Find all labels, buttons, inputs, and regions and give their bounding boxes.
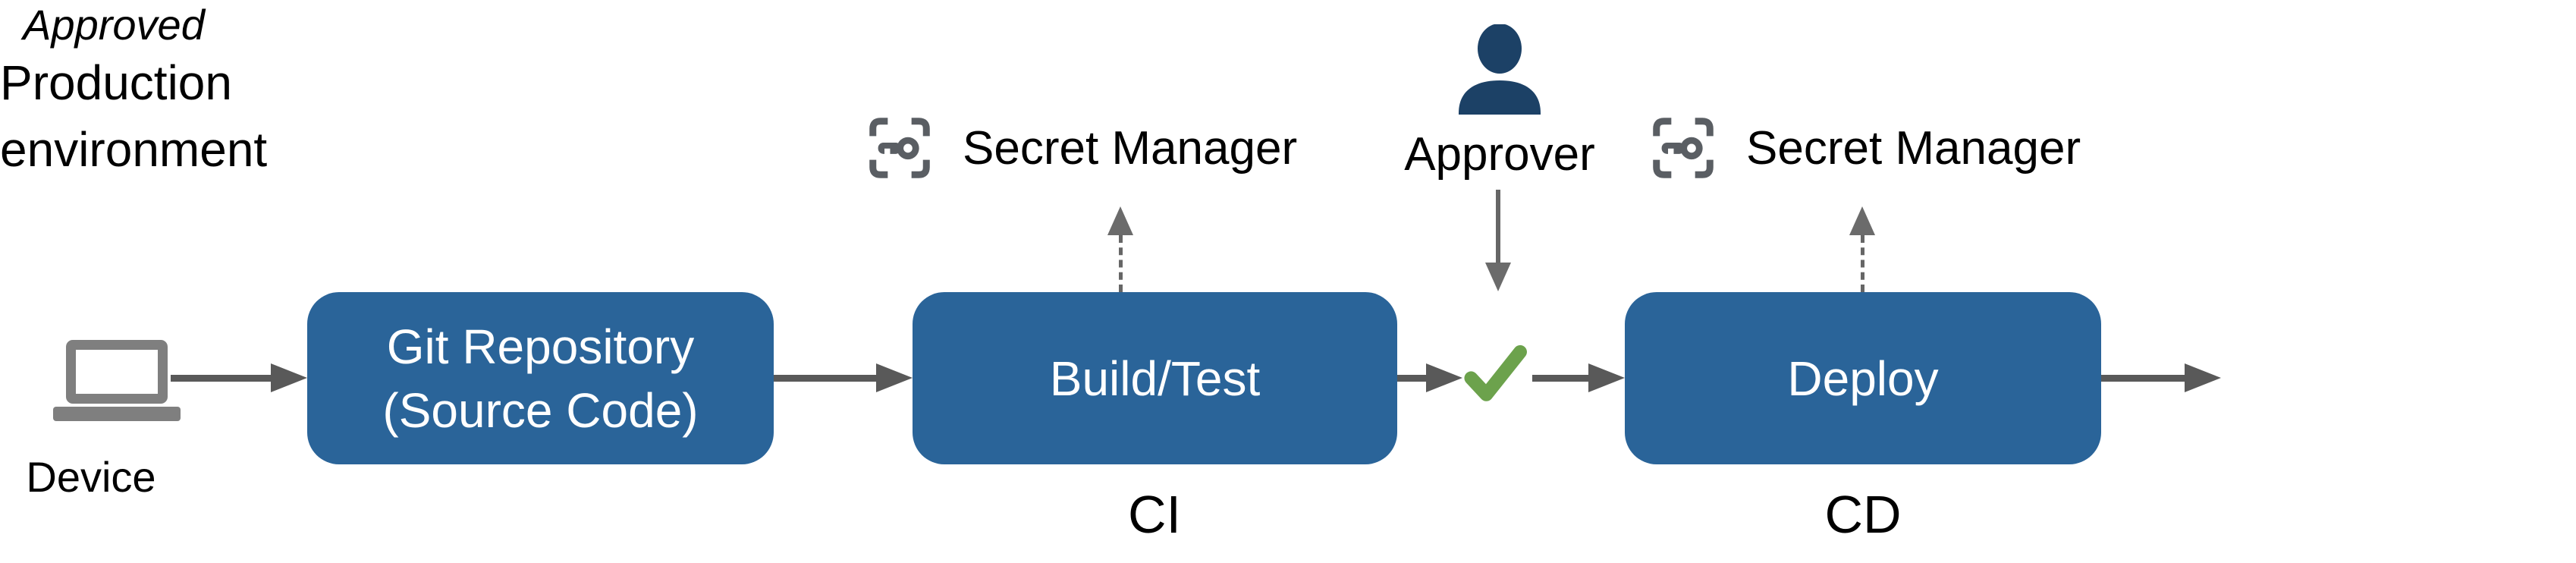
secret-manager-right-label: Secret Manager	[1746, 121, 2081, 175]
approved-label: Approved	[23, 1, 205, 49]
arrow-device-to-git	[171, 363, 307, 392]
arrow-shaft	[1532, 374, 1588, 382]
approver-label: Approver	[1404, 128, 1595, 181]
arrow-head-down-icon	[1485, 263, 1511, 291]
arrow-head-icon	[271, 363, 307, 392]
dashed-shaft	[1118, 235, 1123, 292]
cd-caption: CD	[1824, 485, 1902, 544]
device-label: Device	[26, 453, 156, 501]
production-line2: environment	[0, 122, 268, 177]
git-repository-box: Git Repository (Source Code)	[307, 292, 774, 464]
secret-manager-icon	[1653, 118, 1714, 178]
arrow-shaft	[2101, 374, 2185, 382]
arrow-approval-to-deploy	[1532, 363, 1625, 392]
dashed-arrow-deploy-to-secret-manager	[1849, 206, 1876, 292]
production-environment-label: Production environment	[0, 49, 2576, 183]
deploy-box: Deploy	[1625, 292, 2101, 464]
approved-check-icon	[1464, 344, 1527, 401]
secret-manager-right: Secret Manager	[1648, 112, 2081, 184]
secret-manager-left-label: Secret Manager	[963, 121, 1298, 175]
dashed-shaft	[1860, 235, 1864, 292]
dashed-arrow-build-to-secret-manager	[1107, 206, 1134, 292]
build-test-box: Build/Test	[913, 292, 1397, 464]
arrow-head-icon	[2185, 363, 2221, 392]
arrow-head-icon	[876, 363, 913, 392]
secret-manager-icon	[869, 118, 930, 178]
production-line1: Production	[0, 55, 232, 110]
git-repository-line2: (Source Code)	[382, 382, 699, 438]
arrow-build-to-approval	[1397, 363, 1462, 392]
arrow-head-up-icon	[1107, 206, 1133, 235]
arrow-head-icon	[1426, 363, 1462, 392]
arrow-head-up-icon	[1849, 206, 1875, 235]
arrow-shaft	[1397, 374, 1426, 382]
laptop-screen	[66, 340, 168, 404]
laptop-base	[53, 407, 181, 421]
arrow-deploy-to-production	[2101, 363, 2221, 392]
git-repository-line1: Git Repository	[386, 319, 695, 374]
arrow-head-icon	[1588, 363, 1625, 392]
deploy-label: Deploy	[1787, 351, 1939, 406]
arrow-shaft	[171, 374, 271, 382]
approver-person-icon	[1459, 24, 1541, 115]
arrow-shaft	[774, 374, 876, 382]
build-test-label: Build/Test	[1049, 351, 1261, 406]
laptop-icon	[53, 340, 181, 422]
arrow-approver-to-approval	[1481, 190, 1515, 291]
arrow-git-to-build	[774, 363, 913, 392]
ci-caption: CI	[1128, 485, 1181, 544]
secret-manager-left: Secret Manager	[864, 112, 1297, 184]
arrow-shaft	[1496, 190, 1500, 263]
